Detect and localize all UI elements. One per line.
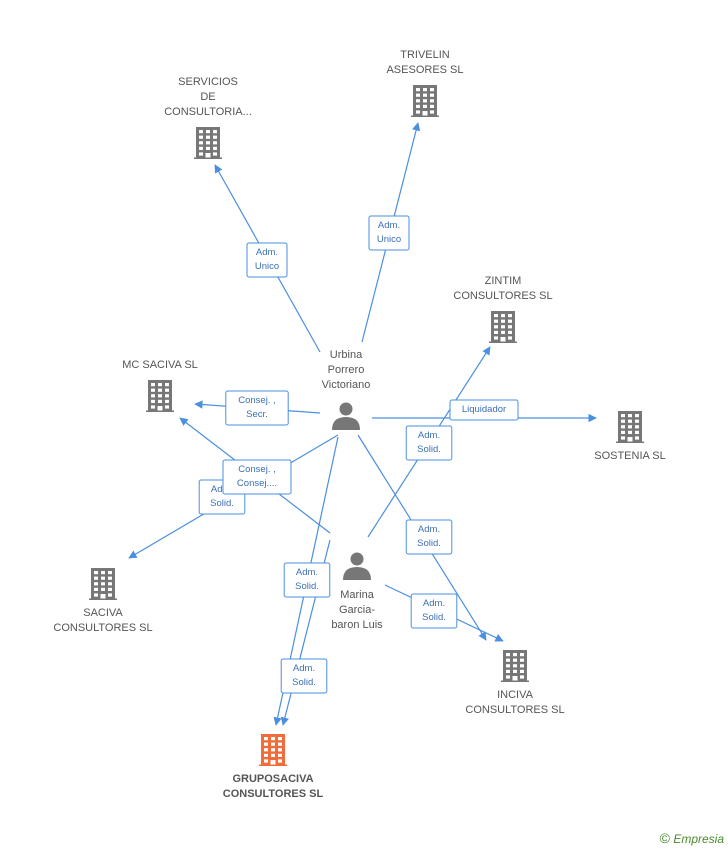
node-label: Urbina [330,349,363,361]
node-label: SERVICIOS [178,76,238,88]
node-label: Garcia- [339,604,375,616]
edge-label-text: Liquidador [462,404,506,415]
node-label: CONSULTORES SL [453,290,552,302]
node-label: CONSULTORES SL [53,622,152,634]
node-label: INCIVA [497,689,534,701]
edge-label-text: Solid. [417,444,441,455]
node-label: CONSULTORES SL [465,704,564,716]
edge-label-text: Adm. [256,247,278,258]
edge-label-text: Adm. [423,598,445,609]
edge-label-text: Secr. [246,409,268,420]
edge-label-text: Solid. [210,498,234,509]
building-icon [259,734,287,766]
building-icon [501,650,529,682]
node-zintim[interactable]: ZINTIM CONSULTORES SL [453,275,553,343]
edge-label-text: Adm. [211,484,233,495]
building-icon [146,380,174,412]
node-inciva[interactable]: INCIVA CONSULTORES SL [465,650,565,716]
edge-label-urbina-trivelin[interactable]: Adm. Unico [368,215,410,251]
edge-label-marina-gruposaciva[interactable]: Adm. Solid. [280,658,328,694]
edge-label-text: Solid. [295,581,319,592]
copyright-symbol: © [659,830,670,846]
node-mcsaciva[interactable]: MC SACIVA SL [122,359,198,412]
person-icon [343,552,371,580]
edge-label-text: Adm. [418,430,440,441]
building-icon [411,85,439,117]
edge-label-marina-zintim[interactable]: Adm. Solid. [405,425,453,461]
node-label: Marina [340,589,375,601]
edge-label-text: Solid. [417,538,441,549]
edge-label-urbina-mcsaciva[interactable]: Consej. , Secr. [225,390,289,426]
node-sostenia[interactable]: SOSTENIA SL [594,411,666,462]
edge-label-urbina-servicios[interactable]: Adm. Unico [246,242,288,278]
building-icon [194,127,222,159]
node-trivelin[interactable]: TRIVELIN ASESORES SL [386,49,464,117]
person-icon [332,402,360,430]
node-label: TRIVELIN [400,49,450,61]
edge-label-text: Adm. [378,220,400,231]
edge-label-urbina-gruposaciva[interactable]: Adm. Solid. [283,562,331,598]
brand-name: Empresia [673,832,724,846]
edge-label-text: Consej. , [238,395,276,406]
node-label: GRUPOSACIVA [232,773,313,785]
node-label: CONSULTORES SL [223,788,324,800]
node-saciva[interactable]: SACIVA CONSULTORES SL [53,568,153,634]
node-gruposaciva[interactable]: GRUPOSACIVA CONSULTORES SL [223,734,324,800]
node-label: DE [200,91,215,103]
edge-label-text: Unico [255,261,279,272]
edge-label-text: Adm. [418,524,440,535]
node-label: CONSULTORIA... [164,106,252,118]
edge-label-text: Solid. [292,677,316,688]
edge-label-text: Unico [377,234,401,245]
edges-layer [128,122,597,726]
building-icon [89,568,117,600]
node-label: Victoriano [322,379,371,391]
node-label: baron Luis [331,619,383,631]
node-label: SACIVA [83,607,123,619]
edge-label-urbina-sostenia[interactable]: Liquidador [449,399,519,421]
building-icon [489,311,517,343]
building-icon [616,411,644,443]
edge-label-text: Adm. [296,567,318,578]
watermark[interactable]: © Empresia [660,830,724,846]
edge-label-marina-mcsaciva[interactable]: Consej. , Consej.... [222,459,292,495]
node-label: ASESORES SL [386,64,463,76]
edge-label-urbina-inciva[interactable]: Adm. Solid. [405,519,453,555]
edge-label-text: Consej. , [238,464,276,475]
edge-label-text: Adm. [293,663,315,674]
node-label: ZINTIM [485,275,522,287]
edge-label-text: Solid. [422,612,446,623]
node-label: MC SACIVA SL [122,359,198,371]
edge-label-text: Consej.... [237,478,277,489]
node-label: Porrero [328,364,365,376]
node-label: SOSTENIA SL [594,450,666,462]
nodes-layer: SERVICIOS DE CONSULTORIA... TRIVELIN ASESORE… [53,49,665,800]
edge-label-marina-inciva[interactable]: Adm. Solid. [410,593,458,629]
node-servicios[interactable]: SERVICIOS DE CONSULTORIA... [164,76,252,159]
